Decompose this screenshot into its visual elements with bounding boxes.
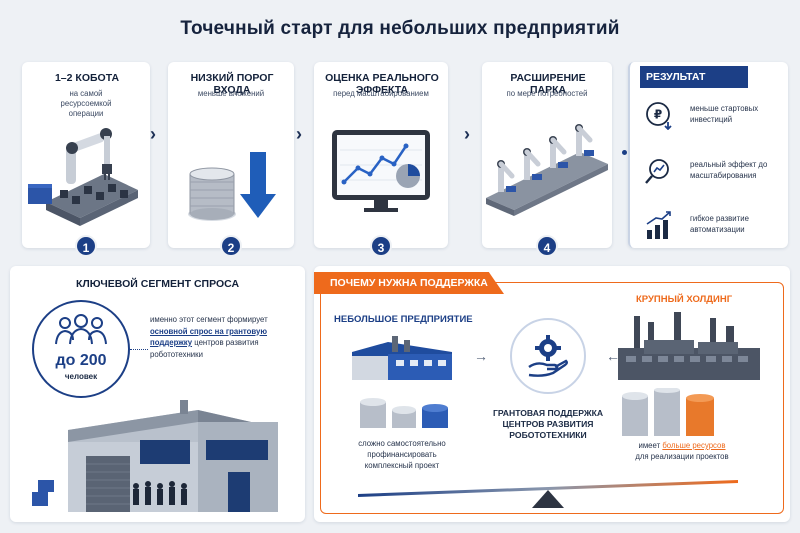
separator-dot: [622, 150, 627, 155]
result-item: реальный эффект до масштабирования: [644, 156, 784, 190]
caption-highlight: больше ресурсов: [662, 441, 726, 450]
step-card-2: НИЗКИЙ ПОРОГ ВХОДА меньше вложений 2: [168, 62, 294, 257]
why-title: ПОЧЕМУ НУЖНА ПОДДЕРЖКА: [314, 272, 504, 294]
gear-hand-icon: [528, 335, 568, 377]
chevron-right-icon: ›: [464, 124, 470, 144]
chevron-right-icon: ›: [296, 124, 302, 144]
segment-unit: человек: [64, 372, 98, 381]
step-title: ОЦЕНКА РЕАЛЬНОГО ЭФФЕКТА: [325, 72, 439, 96]
grant-caption: ГРАНТОВАЯ ПОДДЕРЖКА ЦЕНТРОВ РАЗВИТИЯ РОБ…: [492, 408, 604, 440]
demand-segment-panel: КЛЮЧЕВОЙ СЕГМЕНТ СПРОСА до 200 человек и…: [10, 266, 305, 522]
small-factory-icon: [352, 336, 452, 380]
step-card-4: РАСШИРЕНИЕ ПАРКА по мере потребностей 4: [482, 62, 612, 257]
svg-text:₽: ₽: [654, 108, 662, 122]
grant-circle: [510, 318, 586, 394]
step-title: НИЗКИЙ ПОРОГ ВХОДА: [190, 72, 274, 96]
small-coins-icon: [360, 398, 448, 428]
step-subtitle: по мере потребностей: [506, 89, 588, 98]
step-number-badge: 1: [75, 235, 97, 257]
people-group-icon: [55, 314, 107, 345]
segment-highlight: основной спрос на грантовую поддержку: [150, 326, 268, 348]
connector-line: [130, 349, 148, 350]
big-holding-label: КРУПНЫЙ ХОЛДИНГ: [636, 294, 733, 305]
step-subtitle: перед масштабированием: [333, 89, 429, 98]
coins-down-icon: [188, 152, 276, 221]
result-title: РЕЗУЛЬТАТ: [640, 66, 748, 88]
large-coins-icon: [622, 388, 714, 436]
segment-description: именно этот сегмент формирует основной с…: [150, 314, 300, 360]
balance-scale-icon: [358, 480, 738, 508]
arrow-right-icon: →: [474, 348, 488, 364]
small-enterprise-caption: сложно самостоятельно профинансировать к…: [358, 439, 446, 470]
result-text: реальный эффект до масштабирования: [690, 160, 768, 180]
result-panel: РЕЗУЛЬТАТ ₽ меньше стартовых инвестиций …: [628, 62, 788, 248]
result-item: ₽ меньше стартовых инвестиций: [644, 100, 784, 134]
caption-part: для реализации проектов: [635, 452, 729, 461]
magnifier-chart-icon: [645, 159, 669, 184]
segment-title: КЛЮЧЕВОЙ СЕГМЕНТ СПРОСА: [75, 278, 240, 290]
segment-count: до 200: [55, 352, 107, 369]
step-subtitle: меньше вложений: [197, 89, 265, 98]
analytics-monitor-icon: [332, 130, 430, 212]
step-number-badge: 4: [536, 235, 558, 257]
chevron-right-icon: ›: [150, 124, 156, 144]
cobot-workcell-icon: [28, 128, 138, 226]
small-enterprise-label: НЕБОЛЬШОЕ ПРЕДПРИЯТИЕ: [334, 314, 473, 325]
factory-building-image: [32, 400, 278, 512]
large-plant-icon: [618, 312, 760, 380]
page-title: Точечный старт для небольших предприятий: [180, 18, 620, 39]
arrow-left-icon: ←: [606, 348, 620, 364]
segment-text-part: именно этот сегмент формирует: [150, 315, 268, 324]
result-text: меньше стартовых инвестиций: [690, 104, 759, 124]
caption-part: имеет: [638, 441, 661, 450]
result-item: гибкое развитие автоматизации: [644, 210, 784, 244]
ruble-down-icon: ₽: [646, 102, 672, 130]
step-title: РАСШИРЕНИЕ ПАРКА: [510, 72, 586, 96]
step-card-1: 1–2 КОБОТА на самой ресурсоемкой операци…: [22, 62, 150, 257]
result-text: гибкое развитие автоматизации: [690, 214, 749, 234]
segment-size-circle: до 200 человек: [32, 300, 130, 398]
growth-bars-icon: [646, 211, 671, 239]
why-support-panel: ПОЧЕМУ НУЖНА ПОДДЕРЖКА НЕБОЛЬШОЕ ПРЕДПРИ…: [314, 266, 790, 522]
step-number-badge: 3: [370, 235, 392, 257]
step-title: 1–2 КОБОТА: [54, 72, 120, 84]
step-card-3: ОЦЕНКА РЕАЛЬНОГО ЭФФЕКТА перед масштабир…: [314, 62, 448, 257]
segment-text-part: центров развития робототехники: [150, 338, 259, 359]
step-subtitle: на самой ресурсоемкой операции: [60, 89, 112, 118]
robot-fleet-icon: [486, 124, 608, 216]
step-number-badge: 2: [220, 235, 242, 257]
big-holding-caption: имеет больше ресурсов для реализации про…: [620, 440, 744, 462]
